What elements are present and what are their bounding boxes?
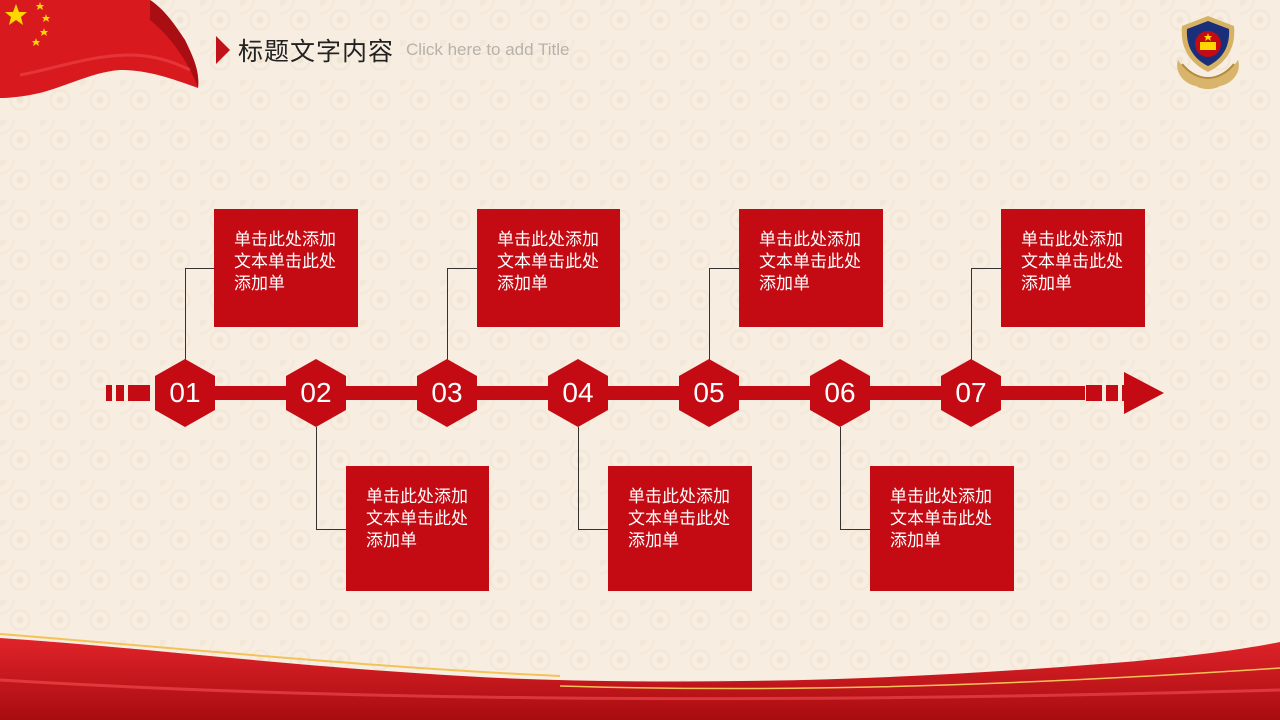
step-hexagon-05[interactable]: 05	[679, 359, 739, 427]
page-title: 标题文字内容 Click here to add Title	[216, 32, 569, 68]
step-card-text[interactable]: 单击此处添加文本单击此处添加单	[890, 487, 992, 551]
step-card-text[interactable]: 单击此处添加文本单击此处添加单	[759, 230, 861, 294]
connector-line	[840, 529, 871, 530]
connector-line	[578, 529, 609, 530]
connector-line	[316, 529, 347, 530]
step-card-05[interactable]: 单击此处添加文本单击此处添加单	[739, 209, 883, 327]
connector-line	[316, 427, 317, 529]
step-card-03[interactable]: 单击此处添加文本单击此处添加单	[477, 209, 620, 327]
step-hexagon-06[interactable]: 06	[810, 359, 870, 427]
step-card-07[interactable]: 单击此处添加文本单击此处添加单	[1001, 209, 1145, 327]
connector-line	[185, 268, 215, 269]
step-card-text[interactable]: 单击此处添加文本单击此处添加单	[628, 487, 730, 551]
title-en[interactable]: Click here to add Title	[406, 40, 570, 59]
step-card-06[interactable]: 单击此处添加文本单击此处添加单	[870, 466, 1014, 591]
connector-line	[447, 268, 448, 360]
step-hexagon-04[interactable]: 04	[548, 359, 608, 427]
connector-line	[971, 268, 1002, 269]
step-card-02[interactable]: 单击此处添加文本单击此处添加单	[346, 466, 489, 591]
step-card-04[interactable]: 单击此处添加文本单击此处添加单	[608, 466, 752, 591]
triangle-icon	[216, 36, 230, 64]
connector-line	[185, 268, 186, 360]
step-card-text[interactable]: 单击此处添加文本单击此处添加单	[497, 230, 599, 294]
flag-icon	[0, 0, 199, 98]
step-hexagon-01[interactable]: 01	[155, 359, 215, 427]
step-card-01[interactable]: 单击此处添加文本单击此处添加单	[214, 209, 358, 327]
step-hexagon-03[interactable]: 03	[417, 359, 477, 427]
connector-line	[709, 268, 710, 360]
connector-line	[447, 268, 478, 269]
step-hexagon-07[interactable]: 07	[941, 359, 1001, 427]
police-badge-icon	[1177, 16, 1239, 89]
step-hexagon-02[interactable]: 02	[286, 359, 346, 427]
step-card-text[interactable]: 单击此处添加文本单击此处添加单	[1021, 230, 1123, 294]
step-card-text[interactable]: 单击此处添加文本单击此处添加单	[234, 230, 336, 294]
timeline-arrow	[106, 372, 1164, 414]
title-cn: 标题文字内容	[238, 37, 395, 66]
step-card-text[interactable]: 单击此处添加文本单击此处添加单	[366, 487, 468, 551]
connector-line	[709, 268, 740, 269]
connector-line	[971, 268, 972, 360]
bottom-ribbon	[0, 633, 1280, 720]
connector-line	[840, 427, 841, 529]
connector-line	[578, 427, 579, 529]
